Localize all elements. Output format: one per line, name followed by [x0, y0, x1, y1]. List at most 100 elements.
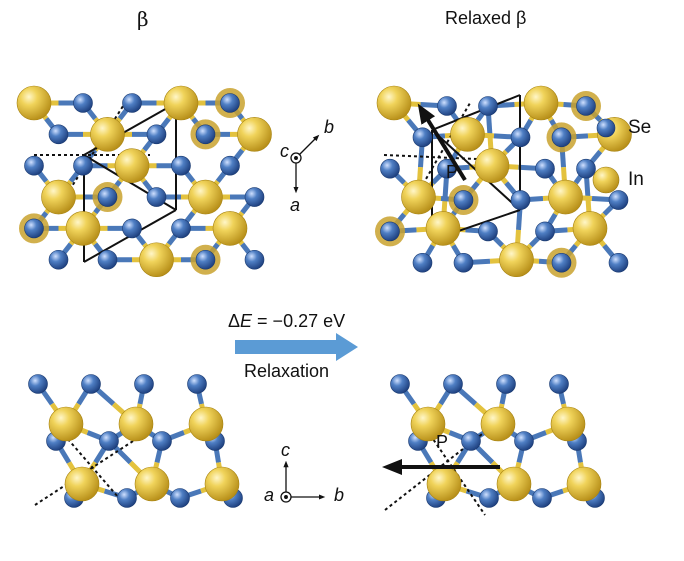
se-atom — [479, 488, 499, 508]
se-atom — [195, 124, 216, 145]
se-atom — [380, 158, 400, 179]
se-atom — [514, 431, 534, 451]
top-axis-c-label: c — [280, 141, 289, 161]
in-atom — [496, 466, 532, 502]
bottom-axis-b-label: b — [334, 485, 345, 505]
se-atom — [453, 190, 474, 210]
in-atom — [188, 406, 224, 442]
relaxation-arrow — [235, 333, 358, 361]
in-atom — [118, 406, 154, 442]
in-atom — [188, 179, 223, 215]
se-atom — [146, 124, 167, 145]
legend-in-ball — [592, 166, 620, 194]
panel-title-beta: β — [137, 7, 149, 31]
atom-layer — [16, 85, 632, 508]
se-atom — [171, 155, 191, 176]
se-atom — [549, 374, 569, 394]
se-atom — [220, 93, 240, 113]
in-atom — [401, 179, 436, 215]
in-atom — [65, 211, 101, 246]
se-atom — [134, 374, 154, 394]
in-atom — [480, 406, 516, 442]
in-atom — [376, 85, 412, 121]
in-atom — [204, 466, 240, 502]
se-atom — [478, 221, 498, 242]
se-atom — [117, 488, 137, 508]
se-atom — [551, 127, 572, 148]
polarization-label-top: P — [446, 162, 459, 182]
in-atom — [548, 179, 583, 215]
cell-line — [431, 94, 521, 131]
in-atom — [163, 85, 199, 121]
energy-variable: E — [240, 311, 253, 331]
in-atom — [41, 179, 76, 215]
in-atom — [16, 85, 52, 121]
se-atom — [99, 431, 119, 451]
se-atom — [122, 218, 142, 239]
in-atom — [410, 406, 446, 442]
se-atom — [380, 221, 400, 242]
se-atom — [535, 221, 555, 242]
se-atom — [244, 187, 265, 207]
se-atom — [510, 127, 531, 148]
in-atom — [139, 242, 174, 278]
in-atom — [90, 117, 125, 152]
se-atom — [146, 187, 167, 207]
se-atom — [461, 431, 481, 451]
se-atom — [576, 96, 596, 116]
relaxation-caption: Relaxation — [244, 361, 330, 381]
se-atom — [81, 374, 101, 394]
energy-value: = −0.27 eV — [252, 311, 346, 331]
bottom-axis-glyph — [280, 460, 326, 503]
se-atom — [551, 252, 572, 273]
in-atom — [64, 466, 100, 502]
in-atom — [523, 85, 559, 121]
polarization-arrow-top — [417, 103, 467, 182]
top-axis-b-label: b — [324, 117, 335, 137]
panel-title-relaxed-beta: Relaxed β — [445, 8, 527, 28]
in-atom — [48, 406, 84, 442]
in-atom — [474, 148, 510, 183]
se-atom — [171, 218, 191, 239]
in-atom — [499, 242, 534, 278]
se-atom — [390, 374, 410, 394]
se-atom — [412, 127, 433, 148]
in-atom — [212, 211, 248, 246]
bottom-axis-c-label: c — [281, 440, 290, 460]
se-atom — [97, 187, 118, 207]
se-atom — [24, 155, 44, 176]
se-atom — [510, 190, 531, 210]
bottom-axis-a-label: a — [264, 485, 275, 505]
se-atom — [453, 252, 474, 273]
se-atom — [73, 155, 93, 176]
se-atom — [73, 93, 93, 113]
energy-delta: Δ — [228, 311, 241, 331]
se-atom — [244, 249, 265, 270]
se-atom — [152, 431, 172, 451]
in-atom — [426, 466, 462, 502]
legend-in-label: In — [628, 169, 644, 190]
se-atom — [443, 374, 463, 394]
in-atom — [237, 117, 272, 152]
legend-se-ball — [596, 118, 616, 138]
se-atom — [478, 96, 498, 116]
se-atom — [28, 374, 48, 394]
in-atom — [134, 466, 170, 502]
se-atom — [195, 249, 216, 270]
se-atom — [496, 374, 516, 394]
se-atom — [170, 488, 190, 508]
se-atom — [48, 249, 69, 270]
se-atom — [220, 155, 240, 176]
se-atom — [97, 249, 118, 270]
se-atom — [412, 252, 433, 273]
in-atom — [572, 211, 608, 246]
in-atom — [114, 148, 150, 183]
legend-se-label: Se — [628, 117, 652, 138]
se-atom — [48, 124, 69, 145]
in-atom — [566, 466, 602, 502]
se-atom — [576, 158, 596, 179]
energy-label: ΔE = −0.27 eV — [228, 311, 345, 332]
se-atom — [24, 218, 44, 239]
se-atom — [187, 374, 207, 394]
